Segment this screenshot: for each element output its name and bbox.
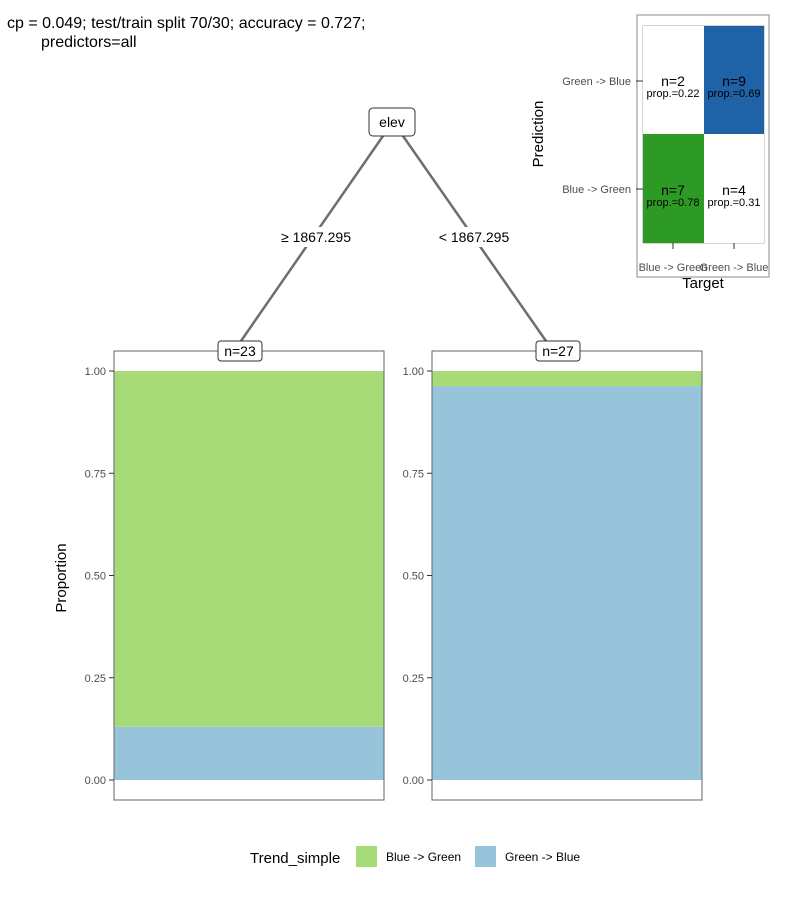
right-ytick-label-0: 0.00 bbox=[403, 775, 424, 787]
left-bar-green-to-blue bbox=[114, 726, 384, 780]
right-ytick-label-3: 0.75 bbox=[403, 468, 424, 480]
legend-label-green-to-blue: Green -> Blue bbox=[505, 850, 580, 864]
cm-x-axis-label: Target bbox=[682, 275, 725, 292]
left-ytick-label-3: 0.75 bbox=[85, 468, 106, 480]
cm-cell-n-br: n=4 bbox=[722, 182, 746, 198]
cm-ytick-label-1: Green -> Blue bbox=[562, 76, 631, 88]
cm-cell-bottom-right bbox=[704, 134, 764, 243]
right-ytick-label-2: 0.50 bbox=[403, 571, 424, 583]
left-ytick-label-1: 0.25 bbox=[85, 673, 106, 685]
title-line-1: cp = 0.049; test/train split 70/30; accu… bbox=[7, 15, 365, 32]
right-bar-green-to-blue bbox=[432, 386, 702, 780]
legend-swatch-green-to-blue bbox=[475, 846, 496, 867]
title-line-2: predictors=all bbox=[41, 34, 137, 51]
right-node-box bbox=[535, 340, 581, 362]
cm-cell-prop-tl: prop.=0.22 bbox=[647, 88, 700, 100]
cm-y-axis-label: Prediction bbox=[530, 101, 547, 168]
left-ytick-label-4: 1.00 bbox=[85, 366, 106, 378]
right-ytick-label-1: 0.25 bbox=[403, 673, 424, 685]
edge-label-left-bg bbox=[270, 227, 358, 247]
legend: Trend_simple Blue -> Green Green -> Blue bbox=[250, 846, 580, 867]
right-node-label: n=27 bbox=[542, 343, 574, 359]
legend-swatch-blue-to-green bbox=[356, 846, 377, 867]
y-axis-label: Proportion bbox=[53, 543, 70, 612]
cm-cell-top-left bbox=[643, 26, 704, 134]
left-node-label: n=23 bbox=[224, 343, 256, 359]
leaf-panel-right: 0.00 0.25 0.50 0.75 1.00 bbox=[403, 350, 703, 801]
cm-xtick-label-1: Blue -> Green bbox=[639, 262, 708, 274]
left-ytick-label-2: 0.50 bbox=[85, 571, 106, 583]
cm-cell-prop-bl: prop.=0.78 bbox=[647, 197, 700, 209]
cm-cell-prop-br: prop.=0.31 bbox=[708, 197, 761, 209]
root-node-box bbox=[368, 107, 416, 137]
left-y-axis: 0.00 0.25 0.50 0.75 1.00 bbox=[85, 366, 114, 787]
edge-label-left: ≥ 1867.295 bbox=[281, 229, 351, 245]
cm-cell-top-right bbox=[704, 26, 764, 134]
cm-cell-n-tr: n=9 bbox=[722, 73, 746, 89]
cm-xtick-label-2: Green -> Blue bbox=[700, 262, 769, 274]
legend-label-blue-to-green: Blue -> Green bbox=[386, 850, 461, 864]
right-ytick-label-4: 1.00 bbox=[403, 366, 424, 378]
cm-cell-n-bl: n=7 bbox=[661, 182, 685, 198]
legend-title: Trend_simple bbox=[250, 850, 340, 867]
cm-cell-bottom-left bbox=[643, 134, 704, 243]
edge-label-right-bg bbox=[430, 227, 518, 247]
leaf-panel-left: 0.00 0.25 0.50 0.75 1.00 bbox=[85, 350, 385, 801]
root-node-label: elev bbox=[379, 114, 405, 130]
edge-label-right: < 1867.295 bbox=[439, 229, 510, 245]
cm-cell-n-tl: n=2 bbox=[661, 73, 685, 89]
left-node-box bbox=[217, 340, 263, 362]
right-bar-blue-to-green bbox=[432, 371, 702, 387]
left-ytick-label-0: 0.00 bbox=[85, 775, 106, 787]
confusion-matrix: n=2 prop.=0.22 n=9 prop.=0.69 n=7 prop.=… bbox=[530, 14, 770, 292]
cm-ytick-label-2: Blue -> Green bbox=[562, 184, 631, 196]
cm-cell-prop-tr: prop.=0.69 bbox=[708, 88, 761, 100]
left-bar-blue-to-green bbox=[114, 371, 384, 727]
right-y-axis: 0.00 0.25 0.50 0.75 1.00 bbox=[403, 366, 432, 787]
